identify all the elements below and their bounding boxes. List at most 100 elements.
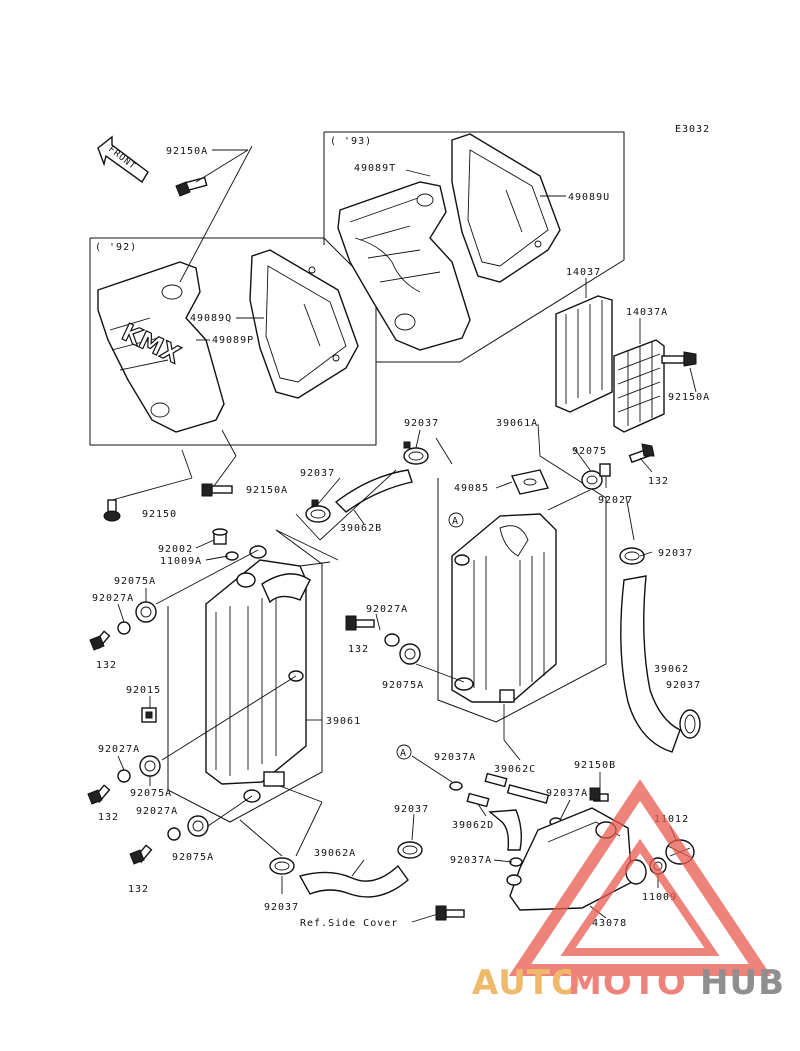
- clip-92015-icon: [141, 707, 157, 723]
- label-92075a-mid: 92075A: [382, 680, 424, 691]
- year-label-93: ( '93): [330, 136, 372, 147]
- label-92015: 92015: [126, 685, 161, 696]
- label-92027a-mid: 92027A: [366, 604, 408, 615]
- label-92037-b: 92037: [658, 548, 693, 559]
- watermark-text-moto: MOTO: [568, 963, 687, 1003]
- collar-92027a-mid-icon: [384, 633, 400, 647]
- label-92150a-right: 92150A: [668, 392, 710, 403]
- tank-43078: [506, 807, 633, 911]
- label-11012: 11012: [654, 814, 689, 825]
- bolt-132-3-icon: [129, 844, 153, 865]
- label-92037-e: 92037: [394, 804, 429, 815]
- bolt-132-mid-icon: [345, 615, 375, 631]
- guard-14037a: [613, 339, 665, 433]
- front-arrow-icon: FRONT: [97, 135, 149, 184]
- label-39062: 39062: [654, 664, 689, 675]
- radiator-39061: [205, 545, 311, 803]
- clamp-92037-f-icon: [269, 857, 295, 875]
- shroud-49089q: [249, 249, 359, 399]
- label-39061: 39061: [326, 716, 361, 727]
- label-92037a-2: 92037A: [546, 788, 588, 799]
- grommet-92075-right-icon: [581, 470, 603, 490]
- collar-92027a-3-icon: [167, 827, 181, 841]
- hose-39062b: [334, 469, 413, 513]
- label-14037a: 14037A: [626, 307, 668, 318]
- clamp-92037-e-icon: [397, 841, 423, 859]
- label-92150b: 92150B: [574, 760, 616, 771]
- label-92037a-1: 92037A: [434, 752, 476, 763]
- label-92037-a: 92037: [404, 418, 439, 429]
- label-92037a-3: 92037A: [450, 855, 492, 866]
- bolt-92150a-top-icon: [175, 176, 208, 197]
- label-39062a: 39062A: [314, 848, 356, 859]
- grommet-92075a-2-icon: [139, 755, 161, 777]
- grommet-92075a-mid-icon: [399, 643, 421, 665]
- label-92027a-3: 92027A: [136, 806, 178, 817]
- label-49089u: 49089U: [568, 192, 610, 203]
- label-92027a-2: 92027A: [98, 744, 140, 755]
- label-92037-f: 92037: [264, 902, 299, 913]
- label-14037: 14037: [566, 267, 601, 278]
- collar-92027a-2-icon: [117, 769, 131, 783]
- bolt-92150a-right-icon: [661, 351, 697, 367]
- label-132-right: 132: [648, 476, 669, 487]
- label-49089p: 49089P: [212, 335, 254, 346]
- hose-39062c: [484, 772, 550, 804]
- collar-92027-right-icon: [599, 463, 611, 477]
- label-92027a-1: 92027A: [92, 593, 134, 604]
- label-92075a-2: 92075A: [130, 788, 172, 799]
- label-43078: 43078: [592, 918, 627, 929]
- bolt-ref-side-icon: [435, 905, 465, 921]
- radiator-39061a: A: [448, 512, 557, 703]
- label-132-1: 132: [96, 660, 117, 671]
- label-92037-d: 92037: [666, 680, 701, 691]
- label-132-2: 132: [98, 812, 119, 823]
- label-92150-left: 92150: [142, 509, 177, 520]
- bolt-132-1-icon: [89, 630, 111, 651]
- bolt-132-2-icon: [87, 784, 111, 805]
- clamp-92037a-1-icon: [449, 781, 463, 791]
- callout-a-left: A: [396, 744, 412, 760]
- label-92002: 92002: [158, 544, 193, 555]
- frame-right-radiator: [437, 455, 607, 723]
- bolt-92150a-mid-icon: [201, 483, 233, 497]
- label-92150a-top: 92150A: [166, 146, 208, 157]
- hose-39062: [620, 575, 681, 753]
- diagram-code: E3032: [675, 124, 710, 135]
- shroud-49089u: [451, 133, 561, 283]
- watermark-triangle-inner-icon: [560, 838, 720, 956]
- label-39061a: 39061A: [496, 418, 538, 429]
- clamp-92037-b-icon: [619, 547, 645, 565]
- collar-92027a-1-icon: [117, 621, 131, 635]
- svg-text:A: A: [400, 748, 407, 759]
- frame-left-radiator: [167, 529, 339, 823]
- hose-39062a: [298, 864, 409, 898]
- bolt-92150-left-icon: [103, 499, 121, 522]
- label-92075a-3: 92075A: [172, 852, 214, 863]
- label-39062d: 39062D: [452, 820, 494, 831]
- grommet-49085-icon: [511, 469, 549, 495]
- clamp-92037-d-icon: [679, 709, 701, 739]
- label-11009a: 11009A: [160, 556, 202, 567]
- leader-lines: [111, 145, 697, 923]
- watermark-logo: AUTO MOTO HUB: [472, 779, 784, 1003]
- label-92075a-1: 92075A: [114, 576, 156, 587]
- label-92075-right: 92075: [572, 446, 607, 457]
- label-39062b: 39062B: [340, 523, 382, 534]
- year-label-92: ( '92): [95, 242, 137, 253]
- clamp-92037-a-icon: [403, 441, 429, 465]
- grommet-92075a-1-icon: [135, 601, 157, 623]
- hose-39062d: [466, 792, 523, 851]
- grommet-92075a-3-icon: [187, 815, 209, 837]
- label-49089t: 49089T: [354, 163, 396, 174]
- label-132-mid: 132: [348, 644, 369, 655]
- watermark-triangle-outer-icon: [508, 779, 772, 976]
- label-39062c: 39062C: [494, 764, 536, 775]
- bolt-92150b-icon: [589, 787, 609, 802]
- label-92027-right: 92027: [598, 495, 633, 506]
- label-11009: 11009: [642, 892, 677, 903]
- label-92037-c: 92037: [300, 468, 335, 479]
- shroud-49089t: [337, 181, 471, 351]
